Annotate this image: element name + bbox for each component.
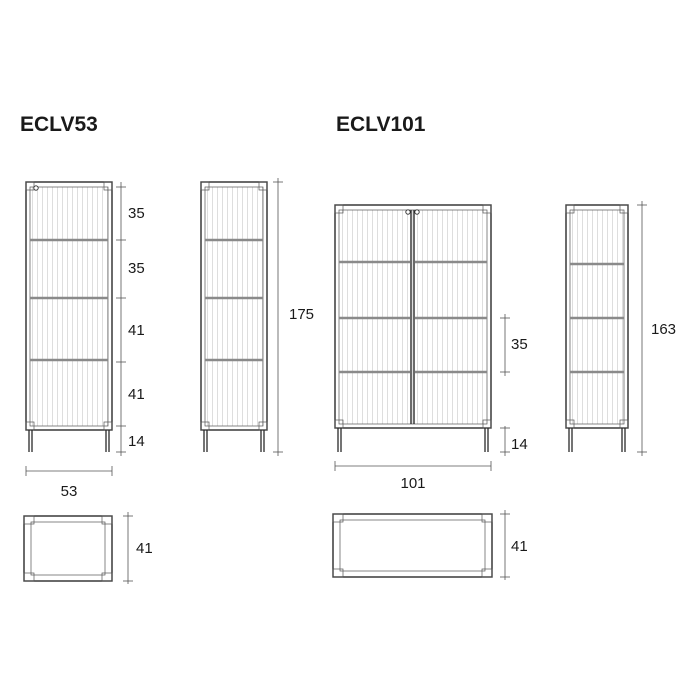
eclv101-front-view xyxy=(334,204,492,452)
eclv53-total-height-label: 175 xyxy=(289,306,314,323)
eclv101-top-view xyxy=(332,513,493,578)
eclv101-section-dimension xyxy=(500,314,510,456)
eclv101-total-height-dimension xyxy=(637,201,647,456)
eclv53-title: ECLV53 xyxy=(20,113,98,136)
eclv101-section-label: 14 xyxy=(511,436,528,453)
eclv53-depth-dimension xyxy=(123,512,133,584)
eclv101-side-view xyxy=(565,204,629,452)
eclv101-title: ECLV101 xyxy=(336,113,426,136)
eclv53-height-dimension xyxy=(116,182,126,456)
eclv101-total-height-label: 163 xyxy=(651,321,676,338)
eclv101-depth-dimension xyxy=(500,510,510,580)
eclv53-depth-label: 41 xyxy=(136,540,153,557)
eclv101-section-label: 35 xyxy=(511,336,528,353)
eclv53-width-label: 53 xyxy=(61,483,78,500)
eclv53-section-label: 41 xyxy=(128,322,145,339)
eclv53-section-label: 14 xyxy=(128,433,145,450)
eclv53-section-label: 35 xyxy=(128,205,145,222)
eclv53-side-view xyxy=(200,181,268,452)
eclv101-width-label: 101 xyxy=(400,475,425,492)
eclv101-depth-label: 41 xyxy=(511,538,528,555)
eclv53-total-height-dimension xyxy=(273,178,283,456)
eclv53-top-view xyxy=(23,515,113,582)
eclv101-width-dimension xyxy=(334,461,492,471)
eclv53-section-label: 41 xyxy=(128,386,145,403)
eclv53-section-label: 35 xyxy=(128,260,145,277)
eclv53-width-dimension xyxy=(25,466,113,476)
eclv53-front-view xyxy=(25,181,113,452)
